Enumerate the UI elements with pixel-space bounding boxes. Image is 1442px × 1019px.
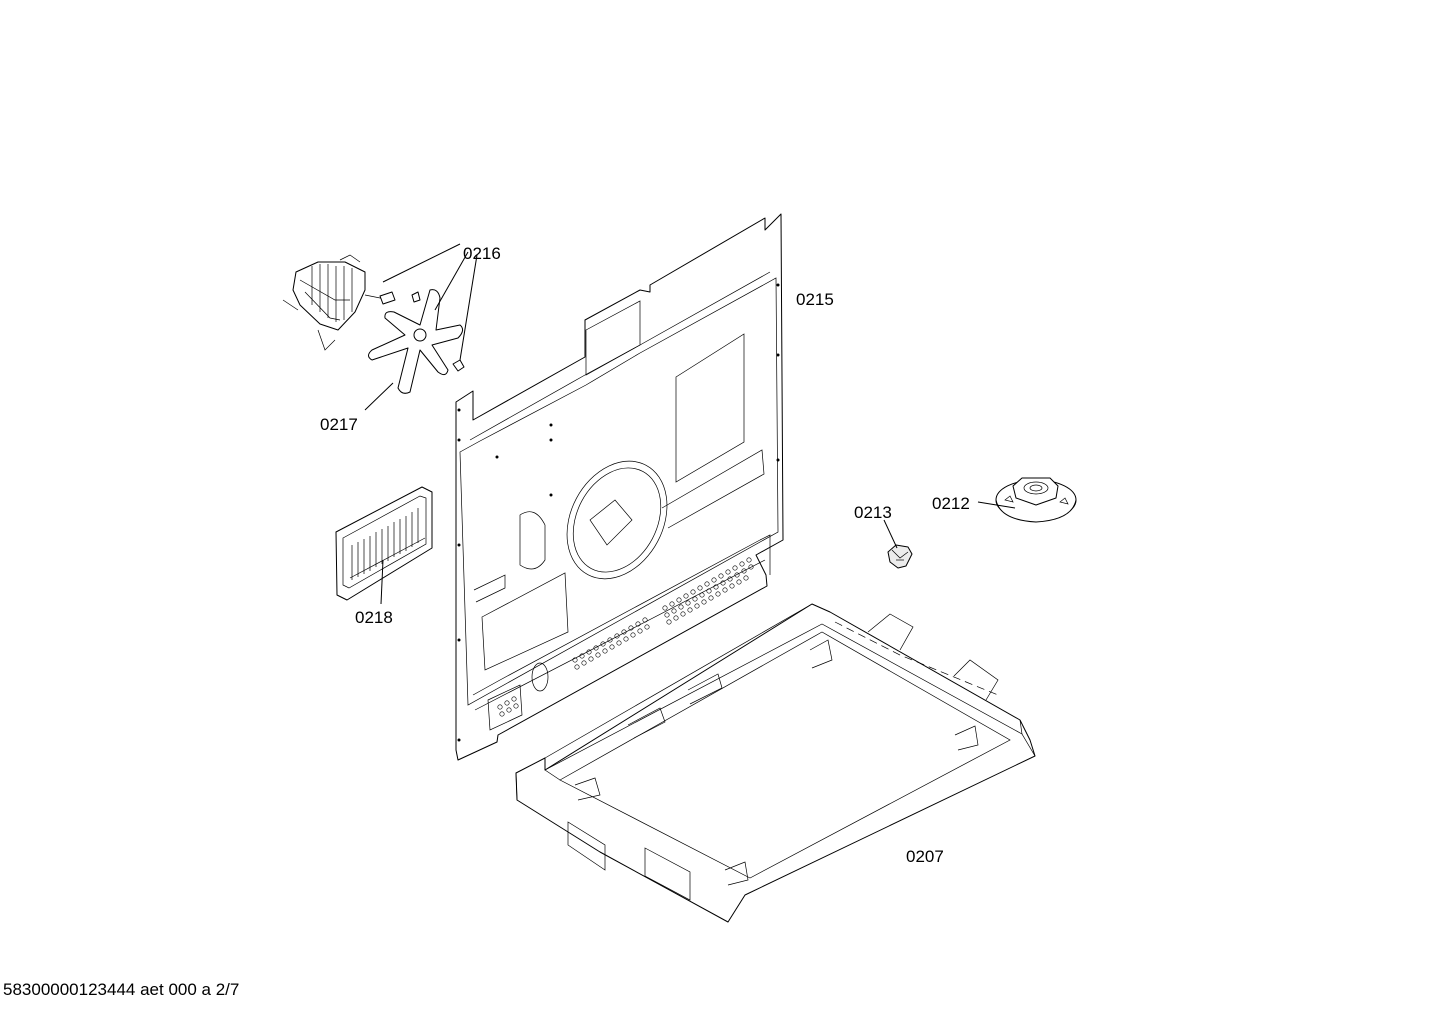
document-footer-id: 58300000123444 aet 000 a 2/7 <box>3 980 240 999</box>
part-0212-round-mount <box>995 477 1077 523</box>
part-0207-base-tray <box>515 603 1036 923</box>
part-0216-fan-motor <box>282 254 421 351</box>
part-0215-back-panel <box>455 213 784 761</box>
part-0217-fan-impeller <box>368 289 465 394</box>
vent-holes-lower <box>497 617 650 717</box>
leader-lines <box>364 243 1016 605</box>
label-0217: 0217 <box>320 415 358 434</box>
label-0216: 0216 <box>463 244 501 263</box>
label-0215: 0215 <box>796 290 834 309</box>
label-0212: 0212 <box>932 494 970 513</box>
part-0218-grille <box>335 486 433 601</box>
label-0207: 0207 <box>906 847 944 866</box>
part-0213-clip <box>887 544 913 569</box>
label-0213: 0213 <box>854 503 892 522</box>
part-labels: 0216 0215 0217 0218 0213 0212 0207 <box>320 244 970 866</box>
label-0218: 0218 <box>355 608 393 627</box>
vent-holes-upper <box>662 557 754 625</box>
